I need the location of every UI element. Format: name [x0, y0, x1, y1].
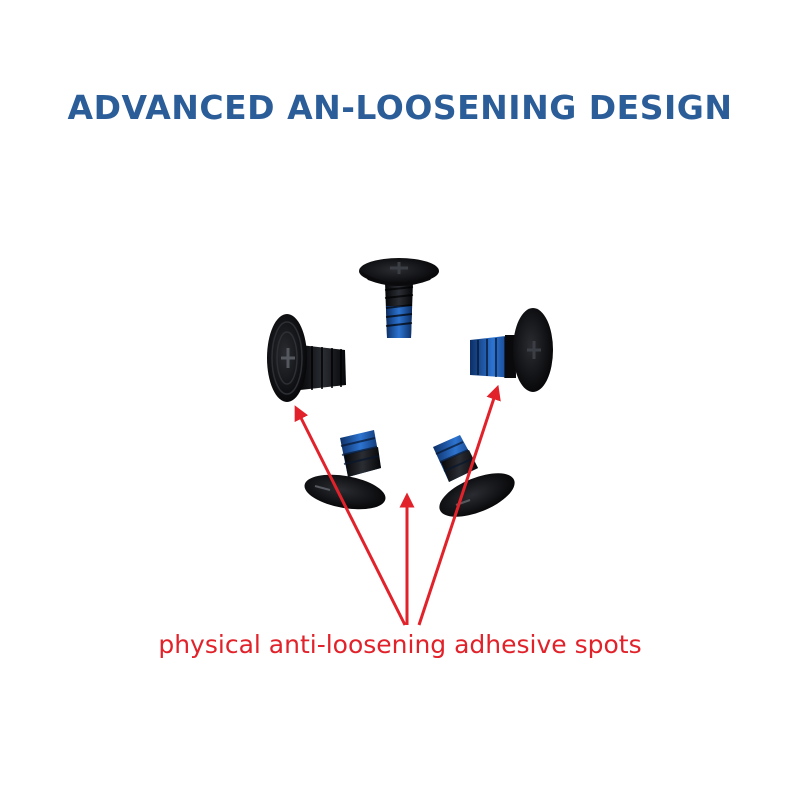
pointer-arrows	[294, 384, 501, 626]
caption: physical anti-loosening adhesive spots	[158, 630, 642, 659]
screw-left	[267, 314, 346, 402]
arrow-right	[417, 384, 501, 626]
headline: ADVANCED AN-LOOSENING DESIGN	[67, 88, 733, 127]
screw-top	[359, 258, 439, 338]
screw-right	[470, 308, 553, 392]
arrow-left	[294, 405, 407, 626]
screw-bottom-left	[304, 430, 386, 510]
